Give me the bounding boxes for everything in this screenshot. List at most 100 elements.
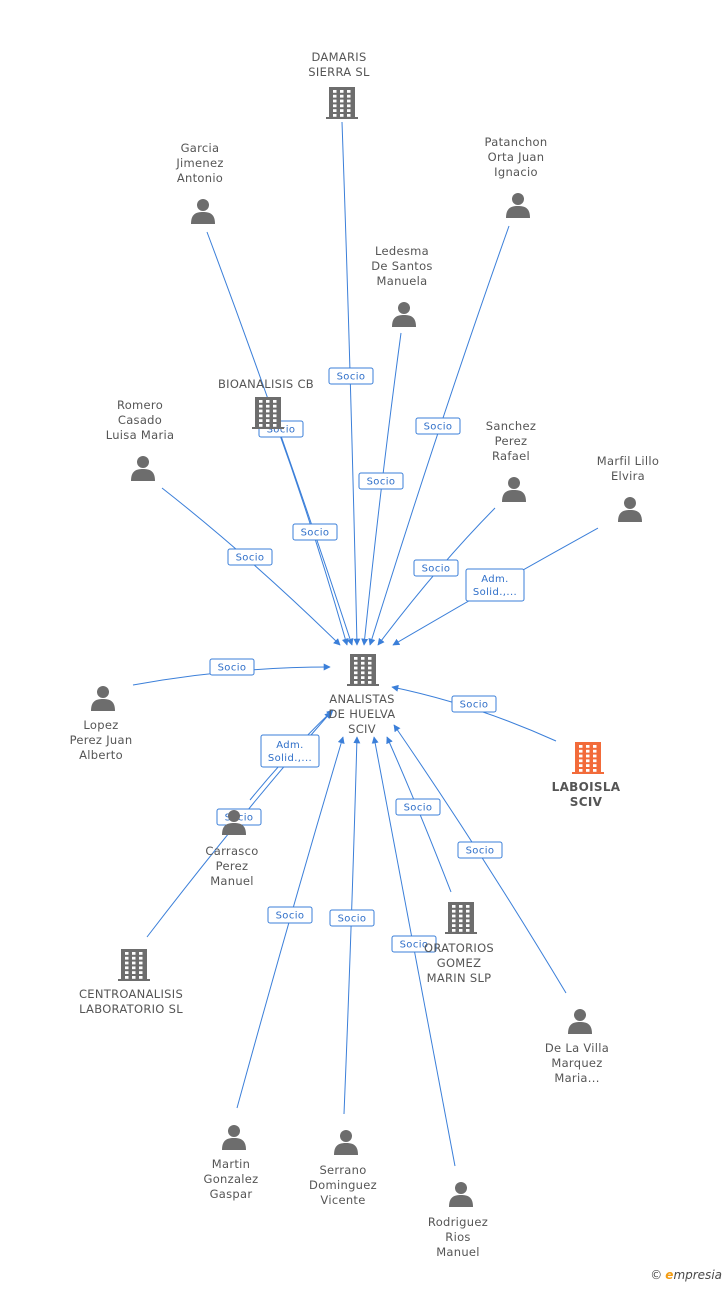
node-martin[interactable] xyxy=(222,1125,246,1150)
relation-badge[interactable]: Socio xyxy=(413,559,459,577)
node-bioanalisis-label: BIOANALISIS CB xyxy=(218,377,314,391)
node-label-line: Patanchon xyxy=(485,135,548,149)
relation-badge[interactable]: Socio xyxy=(329,909,375,927)
node-label-line: LABORATORIO SL xyxy=(79,1002,183,1016)
relation-label: Socio xyxy=(301,528,330,539)
node-laboisla[interactable] xyxy=(572,742,604,774)
node-label-line: Serrano xyxy=(319,1163,366,1177)
relation-badge[interactable]: Socio xyxy=(415,417,461,435)
node-label-line: BIOANALISIS CB xyxy=(218,377,314,391)
relation-label: Socio xyxy=(460,700,489,711)
node-carrasco[interactable] xyxy=(222,810,246,835)
node-label-line: Maria... xyxy=(554,1071,599,1085)
relation-label: Socio xyxy=(422,564,451,575)
relation-label: Socio xyxy=(466,846,495,857)
node-sanchez[interactable] xyxy=(502,477,526,502)
person-icon xyxy=(568,1009,592,1034)
relation-badge[interactable]: Socio xyxy=(358,472,404,490)
relation-badge[interactable]: Socio xyxy=(267,906,313,924)
relation-label: Socio xyxy=(404,803,433,814)
node-serrano[interactable] xyxy=(334,1130,358,1155)
node-label-line: Ignacio xyxy=(494,165,538,179)
relation-badge[interactable]: Socio xyxy=(395,798,441,816)
relation-badge[interactable]: Socio xyxy=(227,548,273,566)
building-icon xyxy=(445,902,477,934)
brand-initial: e xyxy=(665,1268,674,1282)
relation-badge[interactable]: Adm.Solid.,... xyxy=(465,568,525,602)
node-label-line: Perez Juan xyxy=(70,733,133,747)
node-patanchon[interactable] xyxy=(506,193,530,218)
relation-badge[interactable]: Socio xyxy=(457,841,503,859)
node-label-line: Alberto xyxy=(79,748,123,762)
person-icon xyxy=(449,1182,473,1207)
node-label-line: Rios xyxy=(445,1230,470,1244)
node-label-line: Marfil Lillo xyxy=(597,454,659,468)
relation-label: Solid.,... xyxy=(268,753,312,764)
node-label-line: Manuel xyxy=(436,1245,480,1259)
relation-badge[interactable]: Adm. Solid.,... xyxy=(260,734,320,768)
relation-label: Adm. xyxy=(276,740,304,751)
center-company-node[interactable] xyxy=(347,654,379,686)
node-damaris[interactable] xyxy=(326,87,358,119)
relation-label: Socio xyxy=(267,425,296,436)
node-centroanalisis[interactable] xyxy=(118,949,150,981)
node-ledesma[interactable] xyxy=(392,302,416,327)
node-lopez[interactable] xyxy=(91,686,115,711)
node-label-line: Manuela xyxy=(377,274,428,288)
node-label-line: Casado xyxy=(118,413,162,427)
person-icon xyxy=(334,1130,358,1155)
relation-label: Adm. xyxy=(481,574,509,585)
node-oratorios[interactable] xyxy=(445,902,477,934)
node-romero[interactable] xyxy=(131,456,155,481)
relation-badge[interactable]: Socio xyxy=(391,935,437,953)
node-label-line: Perez xyxy=(495,434,528,448)
node-label-line: LABOISLA xyxy=(552,780,621,794)
person-icon xyxy=(222,1125,246,1150)
person-icon xyxy=(618,497,642,522)
node-label-line: Gonzalez xyxy=(203,1172,258,1186)
node-label-line: De Santos xyxy=(371,259,432,273)
relation-label: Socio xyxy=(400,940,429,951)
node-garcia[interactable] xyxy=(191,199,215,224)
person-icon xyxy=(502,477,526,502)
node-label-line: Luisa Maria xyxy=(106,428,175,442)
node-bioanalisis[interactable] xyxy=(252,397,284,429)
relation-badge[interactable]: Socio xyxy=(328,367,374,385)
person-icon xyxy=(392,302,416,327)
person-icon xyxy=(191,199,215,224)
node-label-line: De La Villa xyxy=(545,1041,609,1055)
node-label-line: MARIN SLP xyxy=(427,971,492,985)
node-label-line: Romero xyxy=(117,398,163,412)
node-label-line: Marquez xyxy=(551,1056,602,1070)
edge-romero xyxy=(161,487,341,646)
relation-badge[interactable]: Socio xyxy=(451,695,497,713)
node-label-line: DE HUELVA xyxy=(329,707,396,721)
node-label-line: Orta Juan xyxy=(488,150,545,164)
relation-badge[interactable]: Socio xyxy=(209,658,255,676)
node-delavilla[interactable] xyxy=(568,1009,592,1034)
node-label-line: SCIV xyxy=(348,722,376,736)
relation-label: Socio xyxy=(424,422,453,433)
node-rodriguez[interactable] xyxy=(449,1182,473,1207)
node-marfil[interactable] xyxy=(618,497,642,522)
node-label-line: GOMEZ xyxy=(437,956,482,970)
node-label-line: Lopez xyxy=(83,718,118,732)
relation-label: Socio xyxy=(337,372,366,383)
building-icon xyxy=(118,949,150,981)
relation-label: Socio xyxy=(276,911,305,922)
node-label-line: Perez xyxy=(216,859,249,873)
edge-garcia xyxy=(206,231,354,646)
relation-label: Socio xyxy=(367,477,396,488)
person-icon xyxy=(131,456,155,481)
node-label-line: SCIV xyxy=(570,795,603,809)
relation-badge[interactable]: Socio xyxy=(292,523,338,541)
building-icon xyxy=(347,654,379,686)
person-icon xyxy=(506,193,530,218)
